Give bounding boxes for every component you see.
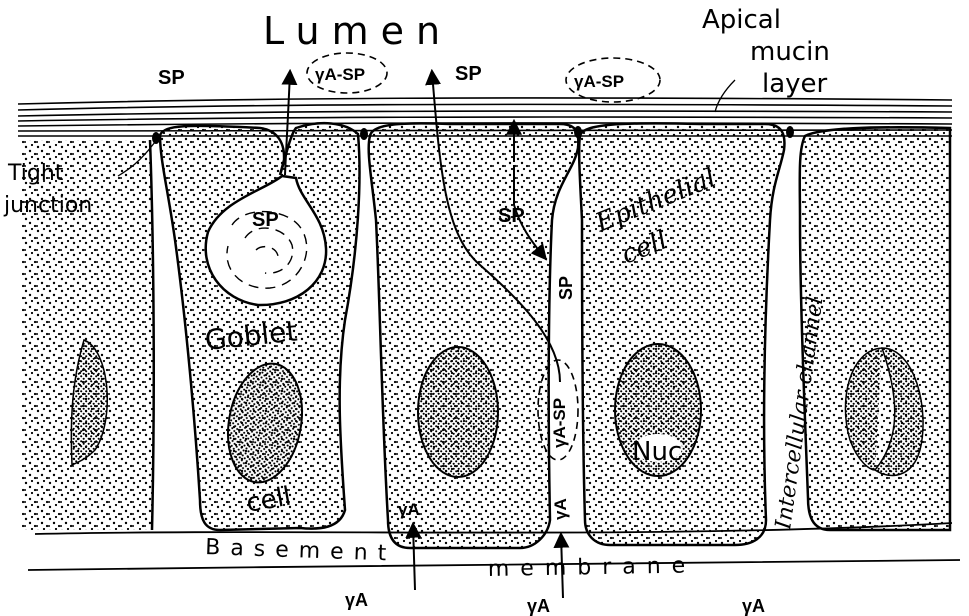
sp-channel-upper: SP [498, 205, 525, 227]
iga-sp-lumen-left: γA-SP [315, 65, 365, 84]
membrane-label: membrane [488, 553, 697, 582]
iga-bottom-right: γA [742, 596, 765, 616]
sp-channel-vertical: SP [556, 276, 576, 300]
iga-bottom-left: γA [345, 590, 368, 610]
lumen-label: Lumen [263, 9, 452, 53]
iga-sp-lumen-right: γA-SP [574, 72, 624, 91]
apical-mucin-label-3: layer [762, 69, 828, 99]
tight-junction-label-2: junction [3, 193, 92, 218]
sp-lumen-left: SP [158, 67, 185, 89]
sp-lumen-right: SP [455, 63, 482, 85]
epithelial-cell-middle [369, 123, 579, 548]
apical-mucin-label-2: mucin [750, 37, 830, 67]
iga-channel-vertical: γA [551, 498, 570, 520]
iga-sp-channel: γA-SP [550, 398, 569, 448]
nucleus-label: Nuc [632, 437, 682, 467]
basement-label: Basement [205, 535, 397, 567]
tight-junction-label-1: Tight [7, 161, 64, 186]
apical-mucin-label-1: Apical [702, 5, 781, 35]
middle-nucleus [418, 347, 498, 477]
iga-left-cell: γA [398, 500, 420, 519]
iga-bottom-center: γA [527, 596, 550, 616]
goblet-vesicle-sp: SP [252, 209, 279, 231]
